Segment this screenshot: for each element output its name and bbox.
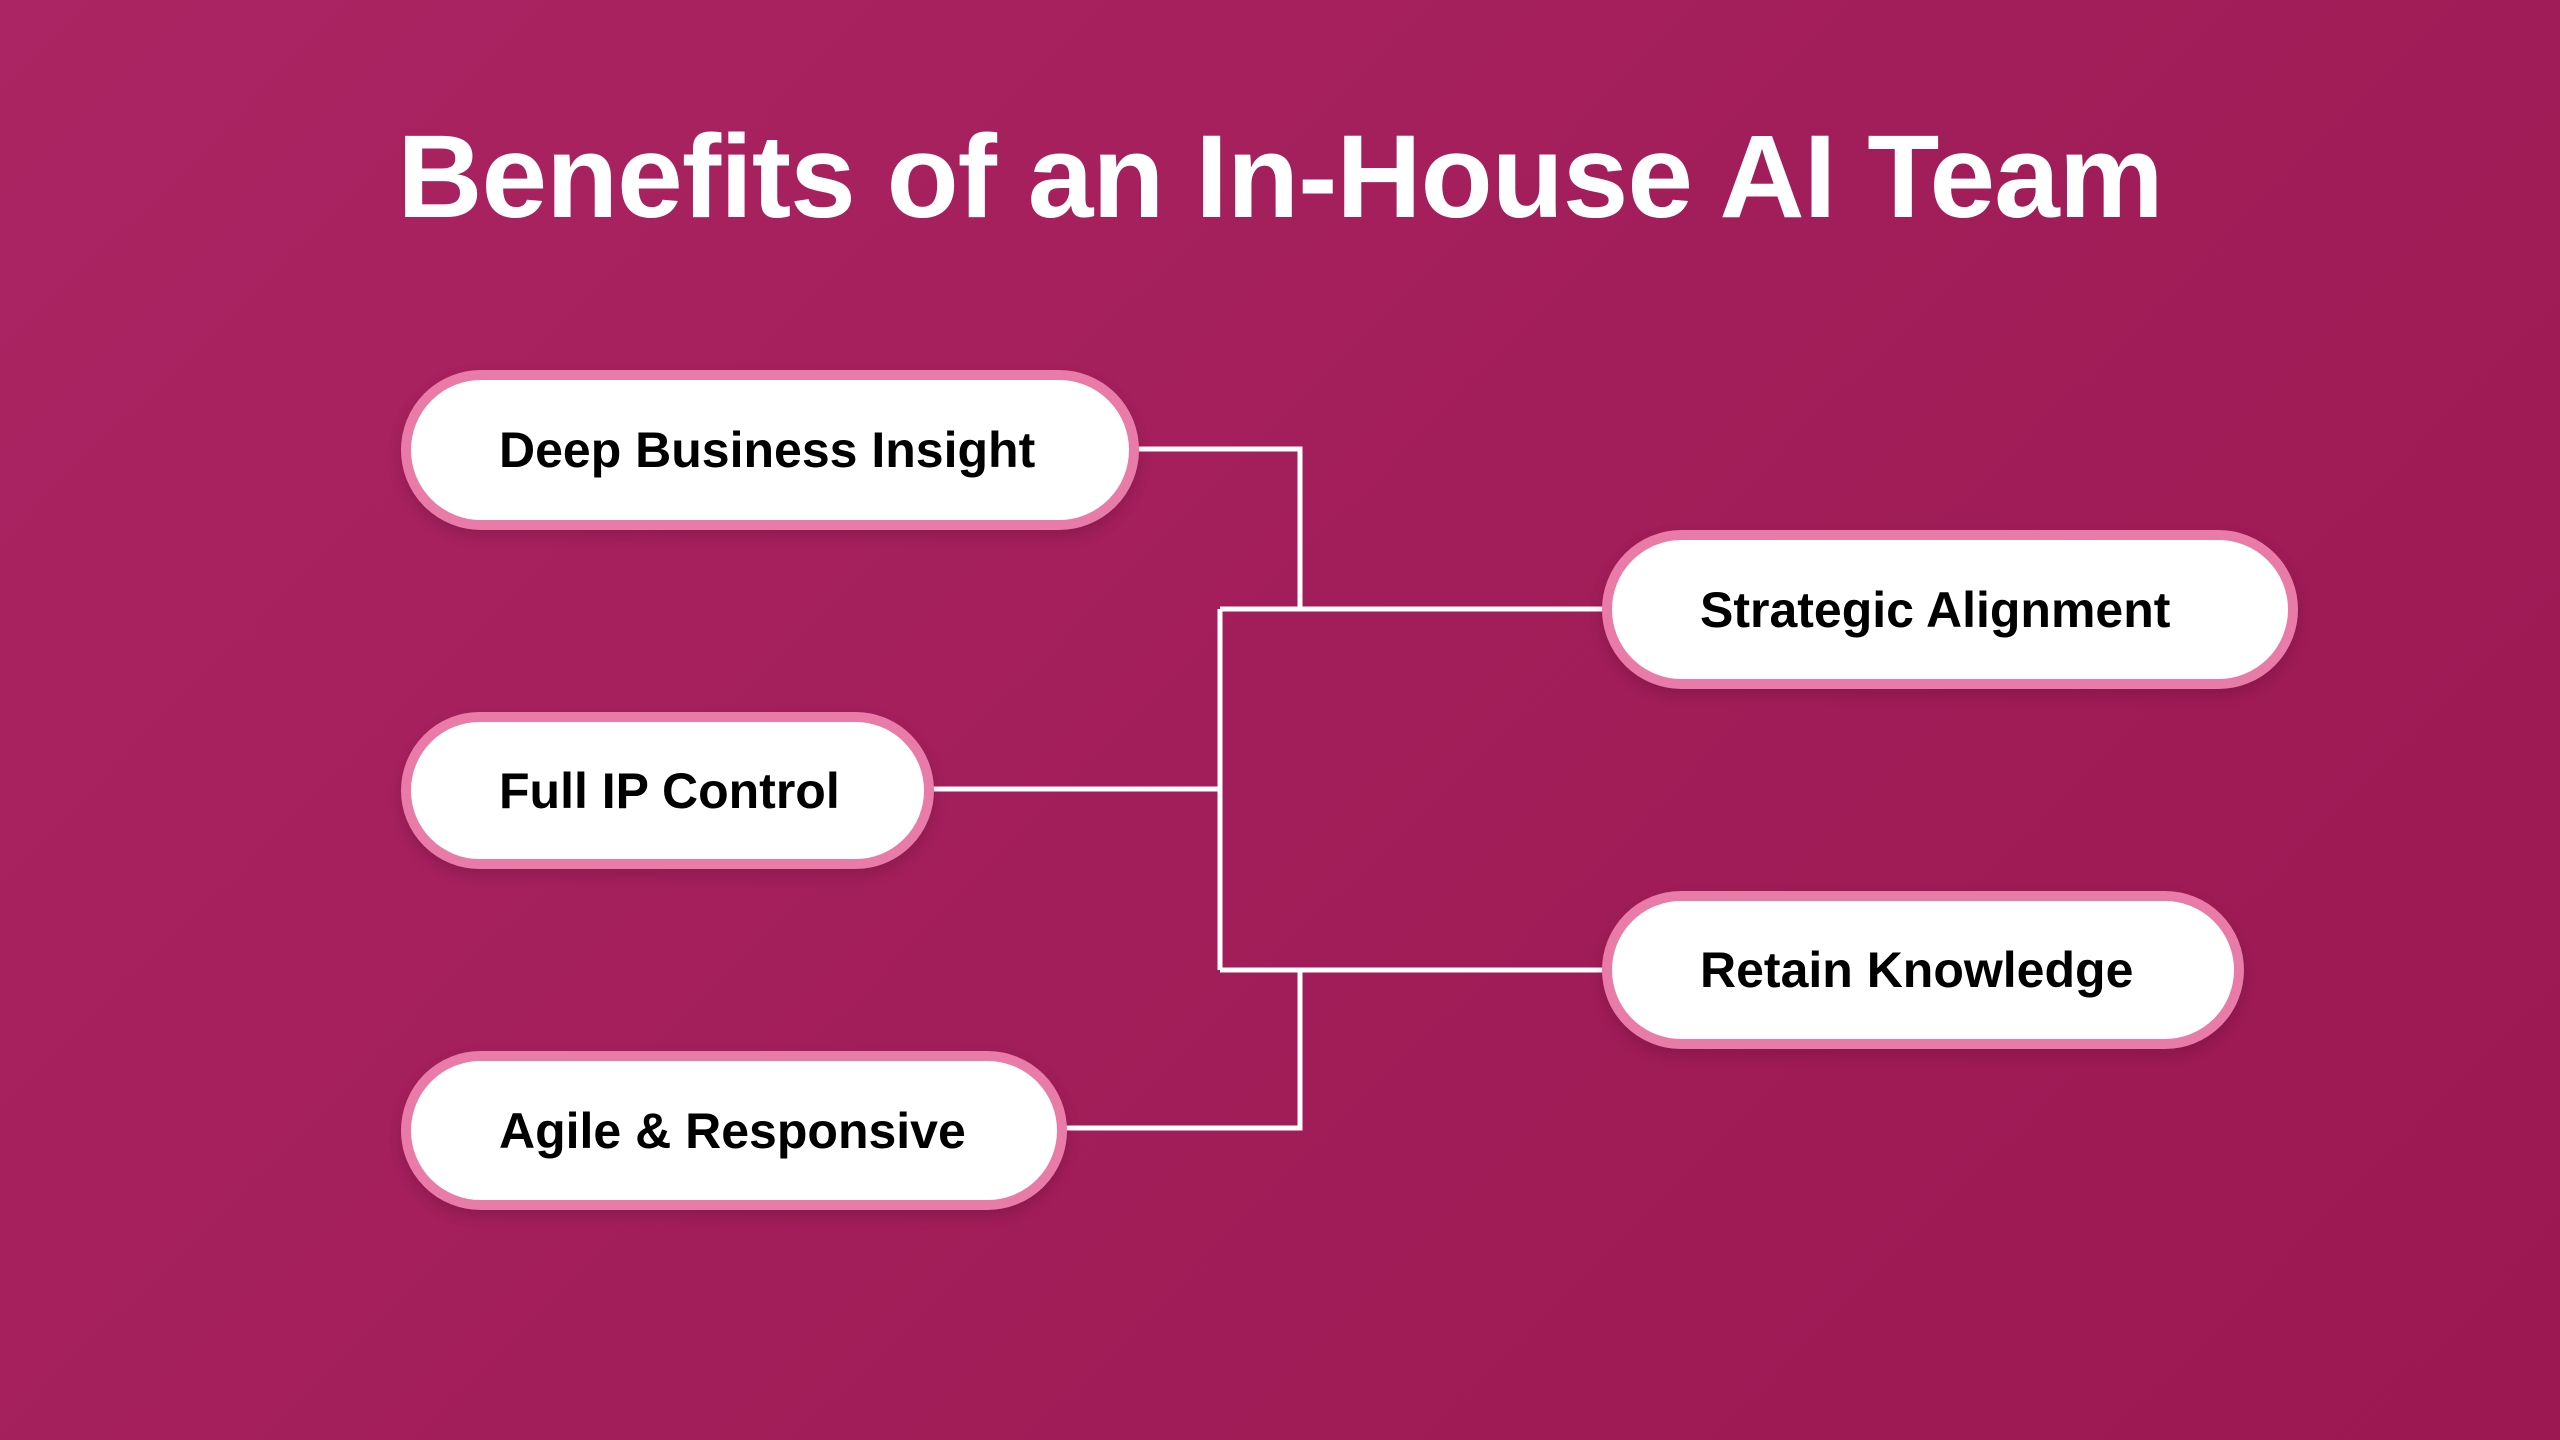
- pill-label: Agile & Responsive: [499, 1102, 966, 1159]
- pill-label: Strategic Alignment: [1700, 581, 2171, 638]
- pill-deep-business-insight: Deep Business Insight: [401, 370, 1139, 530]
- pill-label: Full IP Control: [499, 762, 840, 819]
- page-title: Benefits of an In-House AI Team: [397, 111, 2163, 243]
- connector-agile-responsive: [1060, 970, 1303, 1131]
- pill-agile-responsive: Agile & Responsive: [401, 1051, 1067, 1210]
- pill-label: Deep Business Insight: [499, 422, 1036, 478]
- connector-deep-business-insight: [1130, 446, 1303, 609]
- pill-label: Retain Knowledge: [1700, 942, 2134, 998]
- pill-retain-knowledge: Retain Knowledge: [1602, 891, 2244, 1049]
- pill-strategic-alignment: Strategic Alignment: [1602, 530, 2298, 689]
- pill-full-ip-control: Full IP Control: [401, 712, 934, 869]
